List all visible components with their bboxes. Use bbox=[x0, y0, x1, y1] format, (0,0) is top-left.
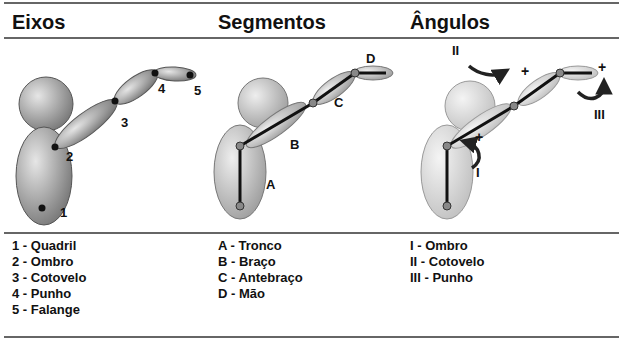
legend-item: B - Braço bbox=[218, 255, 276, 269]
column-heading: Eixos bbox=[12, 11, 65, 33]
legend-item: C - Antebraço bbox=[218, 271, 303, 285]
legend-item: D - Mão bbox=[218, 287, 265, 301]
column-heading: Ângulos bbox=[410, 11, 490, 33]
legend-item: A - Tronco bbox=[218, 239, 282, 253]
callout-number: 1 bbox=[60, 206, 67, 220]
legend-item: 2 - Ombro bbox=[12, 255, 73, 269]
callout-number: A bbox=[266, 178, 275, 192]
column-heading: Segmentos bbox=[218, 11, 326, 33]
callout-number: 3 bbox=[121, 116, 128, 130]
legend-item: 1 - Quadril bbox=[12, 239, 76, 253]
callout-number: D bbox=[366, 52, 375, 66]
legend-item: II - Cotovelo bbox=[410, 255, 484, 269]
callout-number: II bbox=[452, 44, 459, 58]
sign-mark: + bbox=[475, 130, 483, 145]
callout-number: C bbox=[334, 96, 343, 110]
legend-item: III - Punho bbox=[410, 271, 473, 285]
callout-number: 2 bbox=[66, 150, 73, 164]
legend-item: 5 - Falange bbox=[12, 303, 80, 317]
sign-mark: + bbox=[598, 60, 606, 75]
callout-number: I bbox=[476, 166, 480, 180]
legend-item: 3 - Cotovelo bbox=[12, 271, 86, 285]
legend-item: 4 - Punho bbox=[12, 287, 71, 301]
legend-item: I - Ombro bbox=[410, 239, 468, 253]
sign-mark: + bbox=[521, 64, 529, 79]
callout-number: 5 bbox=[194, 84, 201, 98]
callout-number: III bbox=[594, 108, 605, 122]
callout-number: B bbox=[290, 138, 299, 152]
callout-number: 4 bbox=[158, 82, 165, 96]
